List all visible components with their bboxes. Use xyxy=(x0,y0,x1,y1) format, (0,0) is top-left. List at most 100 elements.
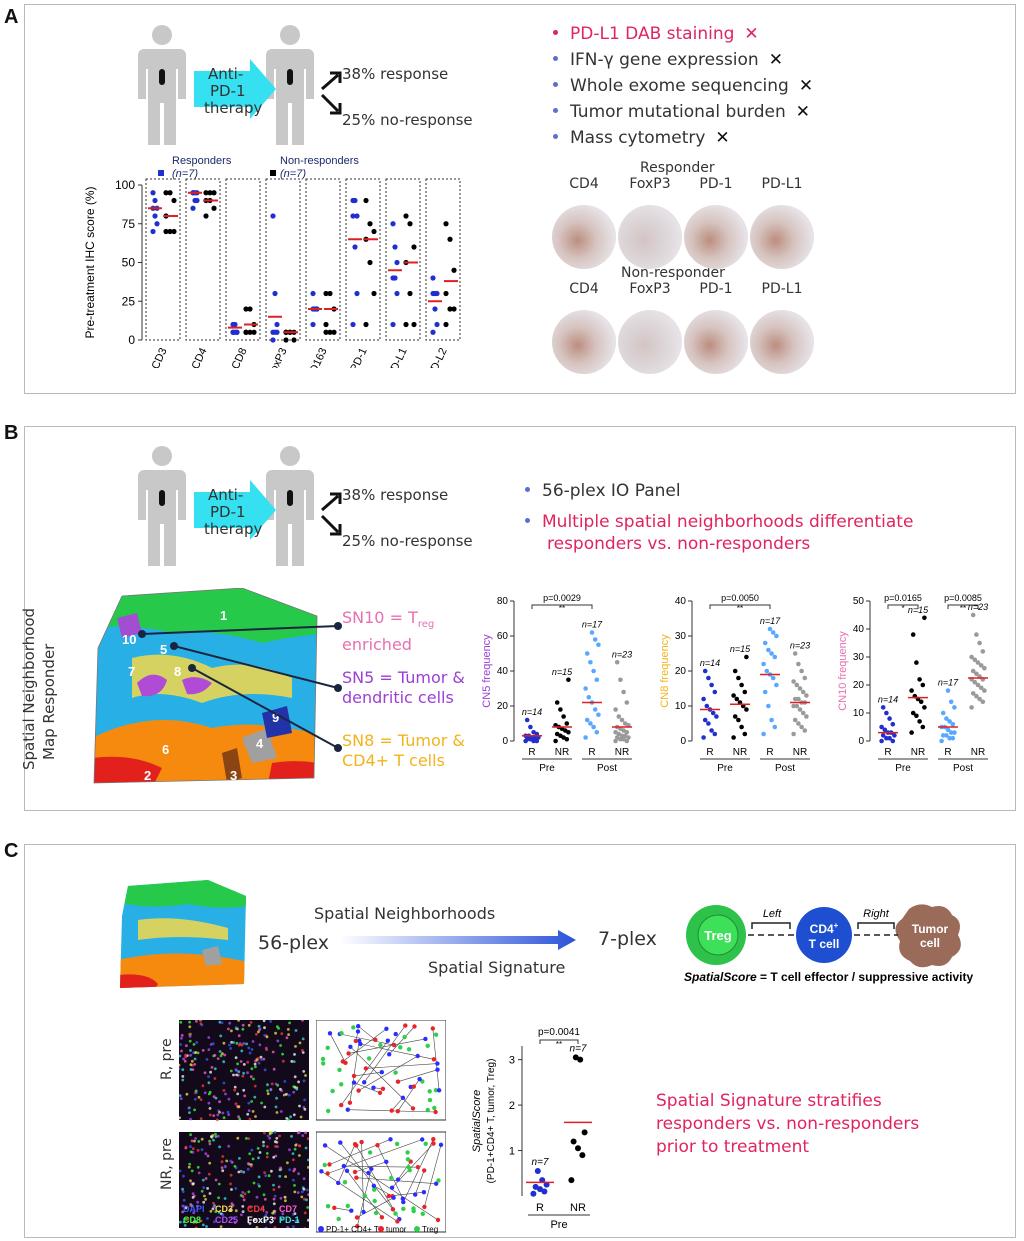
tcell-label: T cell xyxy=(809,937,840,951)
bullet-text: Multiple spatial neighborhoods different… xyxy=(542,512,914,532)
fluorescence-cell xyxy=(304,1131,307,1135)
group-n: n=14 xyxy=(700,658,720,668)
y-tick-label: 25 xyxy=(122,294,136,308)
nonresponder-point xyxy=(327,329,333,335)
fluorescence-cell xyxy=(200,1137,204,1141)
fluorescence-cell xyxy=(275,1136,279,1140)
fluorescence-cell xyxy=(264,1226,268,1228)
network-node xyxy=(423,1141,428,1146)
fluorescence-cell xyxy=(189,1145,192,1148)
y-tick-label: 100 xyxy=(115,178,135,192)
cross-icon: ✕ xyxy=(795,102,810,122)
network-node xyxy=(425,1107,430,1113)
fluorescence-cell xyxy=(232,1041,235,1044)
fluorescence-cell xyxy=(272,1183,275,1187)
ihc-nonresponder-title: Non-responder xyxy=(621,265,725,281)
fluorescence-cell xyxy=(257,1024,261,1028)
fluorescence-cell xyxy=(252,1077,255,1081)
fluorescence-cell xyxy=(211,1134,215,1137)
fluorescence-cell xyxy=(179,1020,183,1024)
fluorescence-cell xyxy=(306,1137,309,1141)
nonresponder-point xyxy=(411,244,417,250)
group-label: NR xyxy=(971,747,985,758)
network-node xyxy=(395,1079,401,1084)
group-n: n=17 xyxy=(760,616,781,626)
group-label: NR xyxy=(911,747,925,758)
fluorescence-cell xyxy=(179,1169,182,1173)
fluorescence-cell xyxy=(257,1175,261,1179)
data-point xyxy=(596,712,601,718)
spatial-score-chart: SpatialScore(PD-1+CD4+ T, tumor, Treg)12… xyxy=(471,1027,592,1231)
fluorescence-cell xyxy=(234,1068,238,1071)
fluorescence-cell xyxy=(306,1206,309,1209)
fluorescence-cell xyxy=(267,1174,271,1178)
fluorescence-cell xyxy=(179,1054,182,1058)
category-label: PD-L2 xyxy=(426,346,450,368)
nonresponder-point xyxy=(443,290,449,297)
data-point xyxy=(774,682,779,688)
data-point xyxy=(794,703,800,709)
network-node xyxy=(420,1137,425,1142)
responder-point xyxy=(354,213,360,219)
fluorescence-cell xyxy=(264,1174,268,1177)
legend-swatch xyxy=(270,170,276,176)
fluorescence-cell xyxy=(262,1193,266,1197)
data-point xyxy=(792,717,798,723)
y-tick-label: 30 xyxy=(853,652,865,663)
data-point xyxy=(710,710,716,716)
data-point xyxy=(880,705,886,710)
fluorescence-cell xyxy=(184,1206,188,1210)
network-node xyxy=(436,1178,441,1183)
fluorescence-cell xyxy=(287,1093,291,1097)
responder-point xyxy=(150,228,156,235)
nonresponder-point xyxy=(363,321,369,328)
network-node xyxy=(351,1073,357,1079)
outcome-arrows xyxy=(320,71,342,115)
fluorescence-cell xyxy=(279,1110,283,1113)
data-point xyxy=(947,735,952,741)
p-value: p=0.0041 xyxy=(538,1027,580,1038)
network-edge xyxy=(397,1069,438,1082)
network-edge xyxy=(397,1078,420,1112)
y-tick-label: 40 xyxy=(675,596,687,607)
network-node xyxy=(393,1031,398,1037)
legend-label: Responders xyxy=(172,155,232,167)
fluorescence-cell xyxy=(286,1226,290,1228)
fluorescence-cell xyxy=(195,1041,199,1044)
network-node xyxy=(433,1088,439,1093)
network-node xyxy=(369,1166,374,1172)
network-node xyxy=(319,1169,324,1174)
data-point xyxy=(621,689,626,695)
group-n: n=17 xyxy=(582,620,603,630)
network-edge xyxy=(321,1171,398,1222)
fluorescence-cell xyxy=(247,1137,251,1140)
fluorescence-cell xyxy=(237,1115,240,1119)
fluorescence-cell xyxy=(216,1113,220,1117)
nonresponder-point xyxy=(171,228,177,235)
data-point xyxy=(794,682,800,688)
data-point xyxy=(761,731,766,737)
data-point xyxy=(887,716,892,721)
data-point xyxy=(594,677,600,683)
legend-dot xyxy=(318,1226,324,1232)
p-value: p=0.0029 xyxy=(543,593,581,603)
map-number: 7 xyxy=(128,664,135,679)
network-node xyxy=(341,1163,346,1169)
fluorescence-cell xyxy=(192,1182,195,1185)
fluorescence-cell xyxy=(298,1104,301,1108)
fluorescence-cell xyxy=(240,1170,244,1174)
data-point xyxy=(739,682,744,688)
network-node xyxy=(411,1084,416,1089)
network-node xyxy=(326,1108,331,1114)
fluorescence-cell xyxy=(265,1211,269,1214)
network-node xyxy=(342,1180,348,1185)
y-tick-label: 0 xyxy=(128,333,135,347)
cross-icon: ✕ xyxy=(744,24,759,44)
fluorescence-cell xyxy=(265,1035,269,1039)
fluorescence-cell xyxy=(292,1225,295,1228)
nonresponder-point xyxy=(447,236,453,242)
fluorescence-cell xyxy=(191,1196,195,1199)
fluorescence-cell xyxy=(303,1211,307,1215)
fluorescence-cell xyxy=(230,1188,233,1191)
fluorescence-cell xyxy=(242,1063,246,1066)
